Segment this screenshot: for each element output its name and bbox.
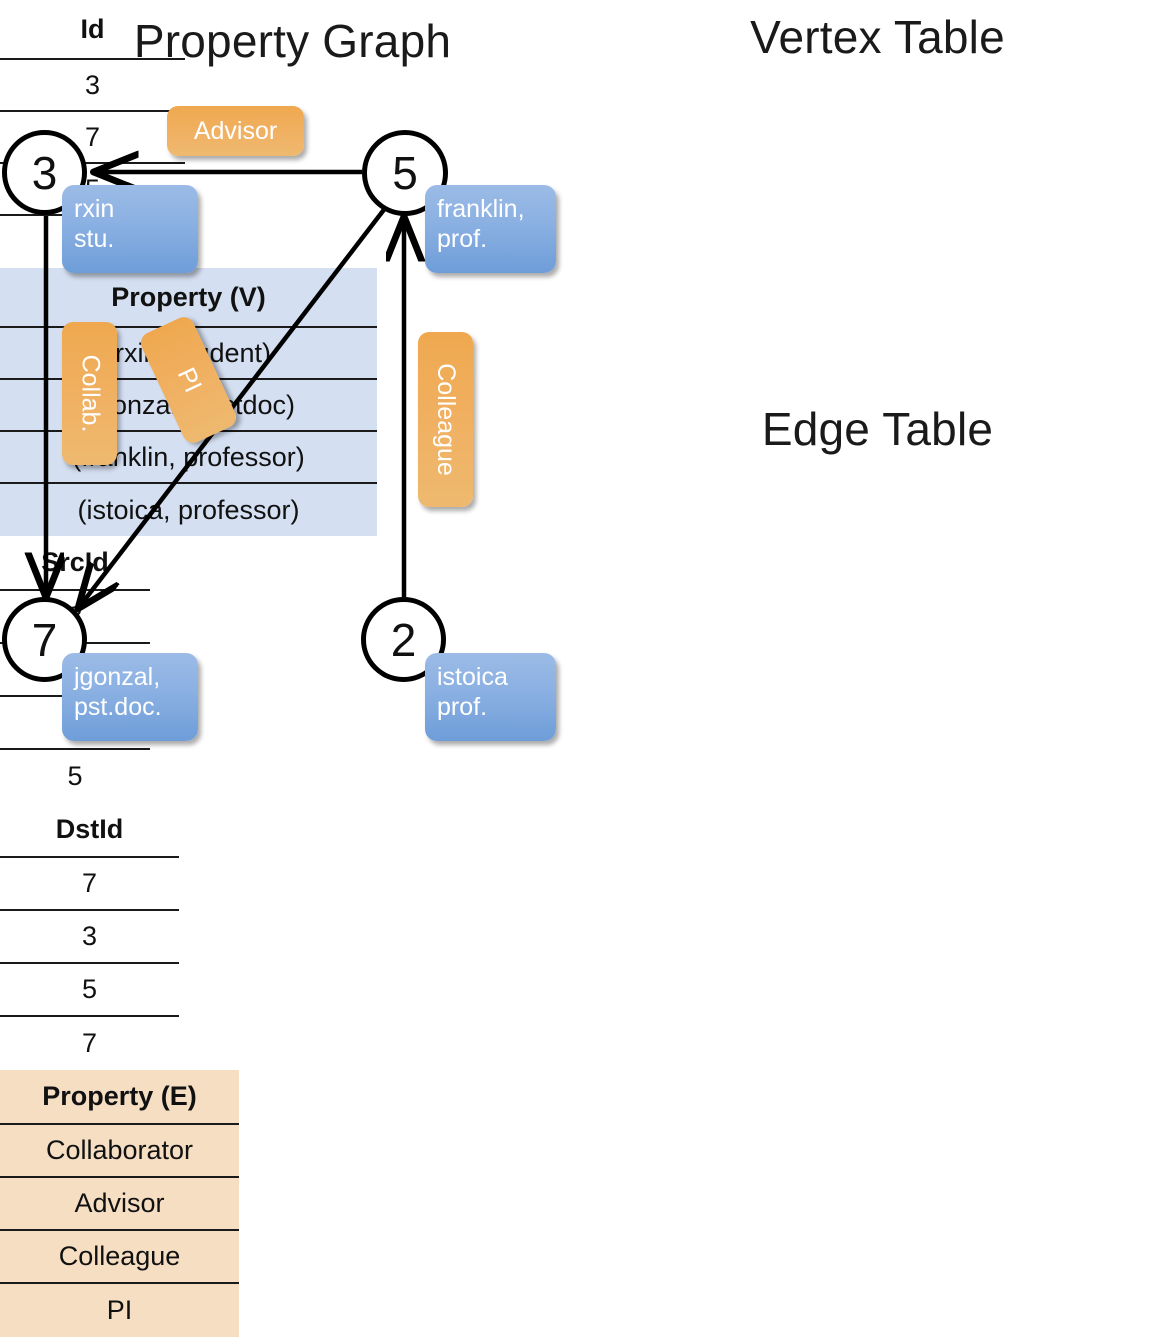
edge-label-collab: Collab. [62,322,117,465]
graph-edges-svg [0,0,585,760]
node-property-box-7: jgonzal, pst.doc. [62,653,198,741]
edge-label-colleague-text: Colleague [432,363,460,476]
edge-label-collab-text: Collab. [76,354,105,433]
edge-label-advisor-text: Advisor [193,116,278,145]
node-property-line-2: stu. [74,224,115,253]
edge-table-header-property: Property (E) [0,1070,239,1125]
graph-node-7-label: 7 [31,613,58,666]
node-property-line-1: franklin, [437,195,525,223]
page-title-edge-table: Edge Table [761,403,994,455]
node-property-box-3: rxin stu. [62,185,198,273]
edge-table-cell-dstid: 3 [0,911,179,964]
edge-table-cell-dstid: 7 [81,1028,98,1058]
edge-label-advisor: Advisor [167,106,304,156]
edge-table-header-dstid: DstId [0,803,179,858]
page-title-property-graph: Property Graph [133,15,452,67]
edge-line-5-to-7 [80,205,388,606]
page-title-vertex-table: Vertex Table [750,11,1005,63]
node-property-box-5: franklin, prof. [425,185,556,273]
node-property-line-2: prof. [437,692,488,721]
edge-table-cell-property: PI [0,1284,239,1337]
node-property-line-2: prof. [437,224,488,253]
edge-table-cell-property: Advisor [0,1178,239,1231]
edge-table-cell-property: Collaborator [0,1125,239,1178]
node-property-line-1: rxin [74,195,115,223]
edge-table-dstid-column: DstId 7 3 5 7 [0,803,179,1070]
edge-label-pi-text: PI [171,363,207,397]
property-graph-diagram: 3 5 7 2 rxin stu. franklin, prof. jgonza… [0,0,585,760]
edge-table-cell-property: Colleague [0,1231,239,1284]
graph-node-2-label: 2 [390,613,417,666]
node-property-line-2: pst.doc. [74,692,162,721]
vertex-table-header-id: Id [0,0,185,60]
vertex-table-cell-property: (istoica, professor) [0,484,377,536]
vertex-table-cell-id: 3 [0,60,185,112]
edge-table-property-column: Property (E) Collaborator Advisor Collea… [0,1070,239,1337]
node-property-line-1: istoica [437,663,508,691]
graph-node-3-label: 3 [31,146,58,199]
edge-table-cell-dstid: 7 [0,858,179,911]
node-property-line-1: jgonzal, [74,663,161,691]
edge-label-colleague: Colleague [418,332,473,507]
node-property-box-2: istoica prof. [425,653,556,741]
graph-node-5-label: 5 [392,147,418,199]
graph-node-2[interactable]: 2 [361,597,446,682]
edge-table-cell-dstid: 5 [0,964,179,1017]
